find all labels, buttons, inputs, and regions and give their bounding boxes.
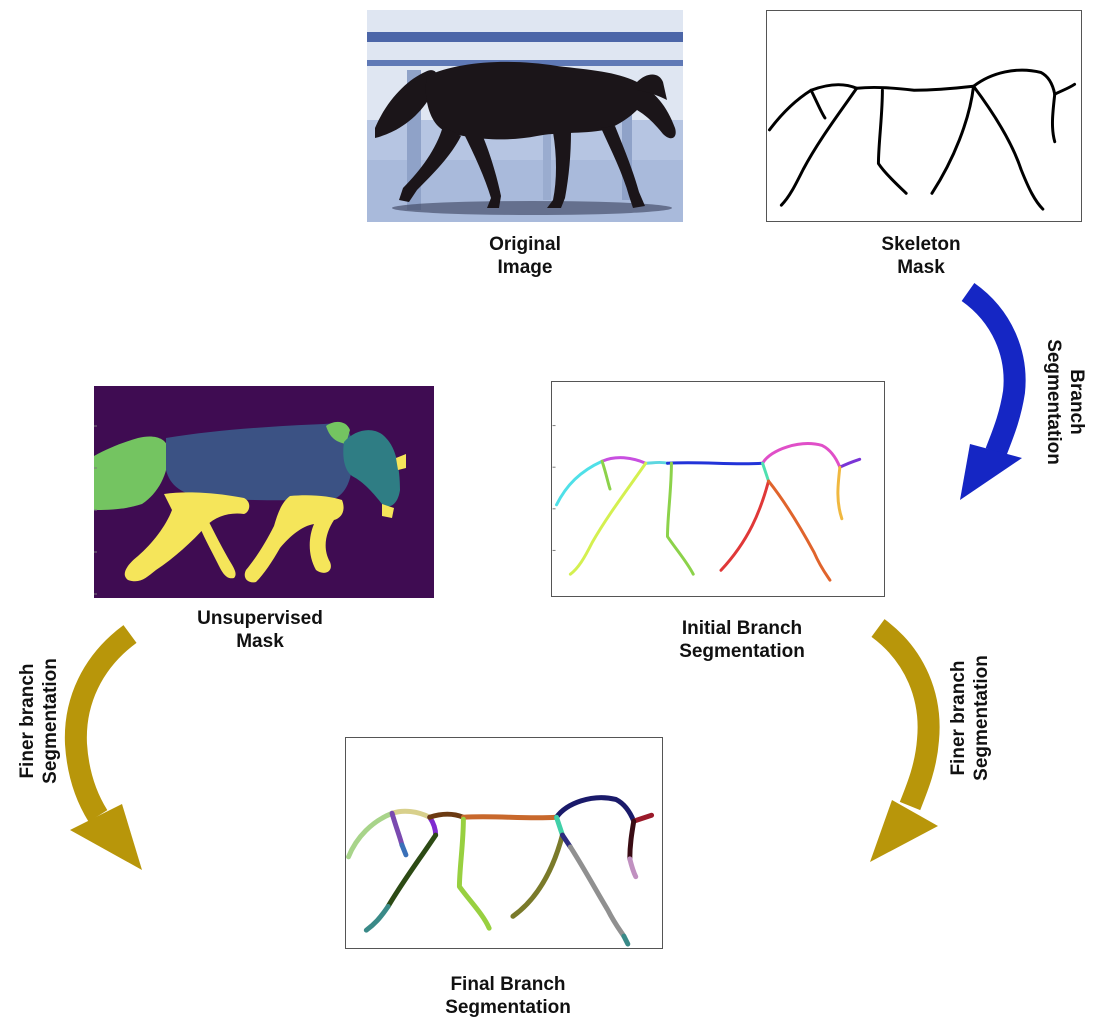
branch-segmentation-label: Branch Segmentation [1042, 327, 1088, 477]
finer-right-arrow-shaft [878, 628, 929, 806]
finer-left-line1: Finer branch [16, 646, 39, 796]
finer-right-line2: Segmentation [970, 643, 993, 793]
branch-segmentation-arrow-shaft [968, 292, 1015, 452]
branch-segmentation-line2: Segmentation [1042, 327, 1065, 477]
branch-segmentation-line1: Branch [1065, 327, 1088, 477]
finer-left-line2: Segmentation [39, 646, 62, 796]
branch-segmentation-arrowhead [960, 444, 1022, 500]
finer-right-line1: Finer branch [947, 643, 970, 793]
finer-left-label: Finer branch Segmentation [16, 646, 62, 796]
finer-left-arrowhead [70, 804, 142, 870]
finer-right-label: Finer branch Segmentation [947, 643, 993, 793]
finer-left-arrow-shaft [76, 634, 130, 816]
finer-right-arrowhead [870, 800, 938, 862]
